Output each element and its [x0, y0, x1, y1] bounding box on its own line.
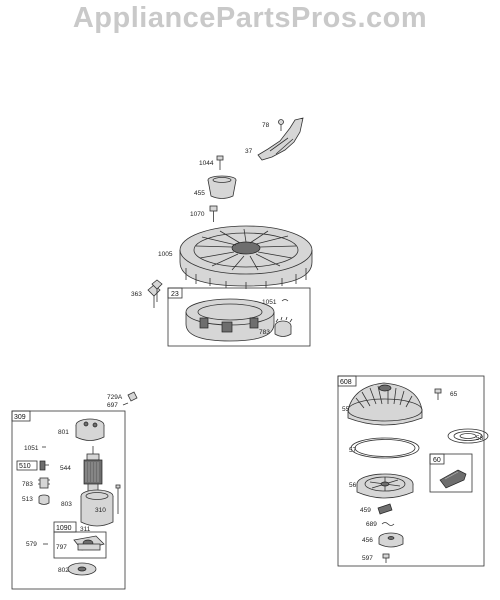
label-60: 60	[433, 457, 441, 464]
label-608: 608	[340, 379, 352, 386]
label-37: 37	[245, 148, 253, 155]
label-697: 697	[107, 402, 118, 409]
label-689: 689	[366, 521, 377, 528]
part-57-rope[interactable]	[350, 437, 420, 459]
part-689-spring[interactable]	[381, 522, 395, 526]
label-803: 803	[61, 501, 72, 508]
label-729a: 729A	[107, 394, 123, 401]
label-783-left: 783	[22, 481, 33, 488]
label-1051-top: 1051	[262, 299, 277, 306]
label-1005: 1005	[158, 251, 173, 258]
part-310-bolt[interactable]	[115, 484, 121, 514]
part-65-screw[interactable]	[434, 388, 442, 400]
part-55-starter-housing[interactable]	[347, 382, 423, 426]
part-801-end-cap[interactable]	[75, 418, 105, 441]
label-363: 363	[131, 291, 142, 298]
label-309: 309	[14, 414, 26, 421]
part-459-pawl[interactable]	[377, 503, 393, 515]
label-1070: 1070	[190, 211, 205, 218]
label-459: 459	[360, 507, 371, 514]
part-797-drive-end-cap[interactable]	[73, 535, 105, 551]
label-544: 544	[60, 465, 71, 472]
label-456: 456	[362, 537, 373, 544]
part-1044-screw[interactable]	[216, 155, 224, 170]
label-56: 56	[349, 482, 357, 489]
label-579: 579	[26, 541, 37, 548]
part-597-screw[interactable]	[382, 553, 390, 563]
label-510: 510	[19, 463, 31, 470]
label-78: 78	[262, 122, 270, 129]
part-513-pinion[interactable]	[38, 494, 50, 505]
label-597: 597	[362, 555, 373, 562]
kit-box-60	[429, 453, 473, 493]
part-1005-flywheel[interactable]	[179, 225, 313, 289]
part-803-motor-housing[interactable]	[80, 489, 114, 527]
part-697-tie[interactable]	[122, 402, 129, 406]
part-60-starter-handle[interactable]	[439, 469, 467, 489]
label-801: 801	[58, 429, 69, 436]
part-1051-clip[interactable]	[281, 299, 289, 302]
label-1051-left: 1051	[24, 445, 39, 452]
kit-box-23	[167, 287, 311, 347]
label-783-top: 783	[259, 329, 270, 336]
label-797: 797	[56, 544, 67, 551]
part-783-gear[interactable]	[274, 316, 293, 337]
label-65: 65	[450, 391, 458, 398]
kit-box-309	[11, 410, 126, 590]
label-23: 23	[171, 291, 179, 298]
kit-box-510	[16, 460, 38, 471]
label-311: 311	[80, 526, 91, 533]
part-802-plate[interactable]	[67, 562, 97, 576]
label-58: 58	[476, 435, 484, 442]
label-1044: 1044	[199, 160, 214, 167]
label-455: 455	[194, 190, 205, 197]
label-310: 310	[95, 507, 106, 514]
label-1090: 1090	[56, 525, 72, 532]
part-37-blower-housing-bracket[interactable]	[257, 117, 304, 161]
part-455-cup[interactable]	[207, 175, 237, 199]
part-729a-strap[interactable]	[127, 391, 138, 402]
part-1070-bolt[interactable]	[209, 205, 218, 222]
part-23-magnet-ring[interactable]	[185, 298, 275, 342]
label-802: 802	[58, 567, 69, 574]
part-58-rewind-spring[interactable]	[447, 428, 489, 444]
brand-watermark: AppliancePartsPros.com	[72, 2, 428, 34]
part-456-retainer[interactable]	[378, 532, 404, 548]
label-57: 57	[349, 447, 357, 454]
part-78-screw[interactable]	[278, 119, 284, 132]
part-783-gear-left[interactable]	[38, 477, 50, 489]
part-544-armature[interactable]	[83, 446, 103, 500]
part-510-brush-set[interactable]	[39, 460, 49, 471]
label-513: 513	[22, 496, 33, 503]
label-55: 55	[342, 406, 350, 413]
part-363-studs[interactable]	[147, 279, 163, 308]
part-56-pulley[interactable]	[356, 473, 414, 499]
kit-box-608	[337, 375, 485, 567]
